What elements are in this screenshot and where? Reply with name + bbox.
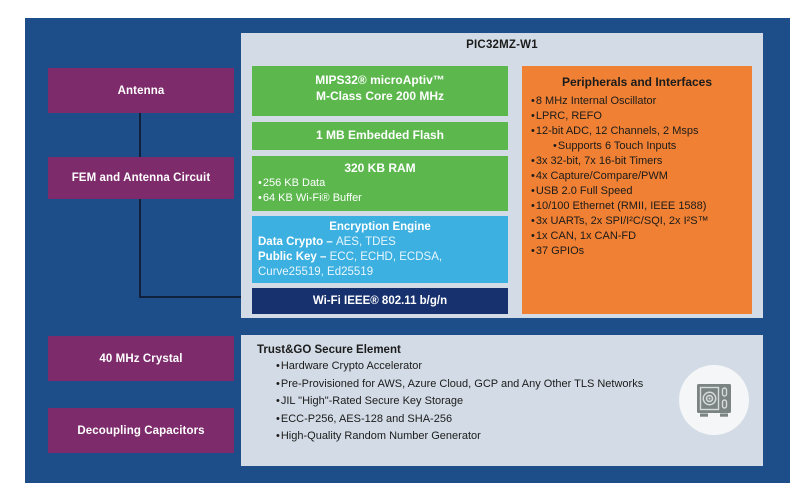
connector-antenna-to-fem [139,113,141,158]
block-antenna[interactable]: Antenna [48,68,234,113]
chip-title: PIC32MZ-W1 [466,39,538,51]
peripheral-bullet: 10/100 Ethernet (RMII, IEEE 1588) [531,199,752,214]
trustgo-bullet: ECC-P256, AES-128 and SHA-256 [276,411,763,429]
block-40mhz-crystal[interactable]: 40 MHz Crystal [48,336,234,381]
trustgo-bullet: Pre-Provisioned for AWS, Azure Cloud, GC… [276,376,763,394]
data-crypto-line: Data Crypto – AES, TDES [258,235,502,250]
public-key-line: Public Key – ECC, ECHD, ECDSA, Curve2551… [258,250,502,280]
trustgo-title: Trust&GO Secure Element [257,344,401,356]
trustgo-bullet: JIL "High"-Rated Secure Key Storage [276,393,763,411]
block-crystal-label: 40 MHz Crystal [99,352,183,365]
ram-bullet-list: 256 KB Data 64 KB Wi-Fi® Buffer [252,176,508,206]
block-cpu-core[interactable]: MIPS32® microAptiv™ M-Class Core 200 MHz [252,66,508,116]
peripheral-bullet: 8 MHz Internal Oscillator [531,94,752,109]
peripheral-bullet: 3x 32-bit, 7x 16-bit Timers [531,154,752,169]
chip-container: PIC32MZ-W1 MIPS32® microAptiv™ M-Class C… [241,33,763,318]
peripheral-bullet: USB 2.0 Full Speed [531,184,752,199]
safe-icon-circle [679,365,749,435]
block-antenna-label: Antenna [117,84,165,97]
connector-fem-to-wifi-vertical [139,199,141,298]
block-encryption-engine[interactable]: Encryption Engine Data Crypto – AES, TDE… [252,216,508,283]
ram-bullet: 256 KB Data [258,176,508,191]
block-capacitors-label: Decoupling Capacitors [77,424,205,437]
data-crypto-value: AES, TDES [335,236,396,248]
data-crypto-label: Data Crypto – [258,236,336,248]
peripheral-bullet: 37 GPIOs [531,244,752,259]
peripherals-bullet-list: 8 MHz Internal Oscillator LPRC, REFO 12-… [522,94,752,259]
trustgo-panel: Trust&GO Secure Element Hardware Crypto … [241,335,763,466]
wifi-title: Wi-Fi IEEE® 802.11 b/g/n [312,295,448,307]
connector-fem-to-wifi-horizontal [139,296,261,298]
embedded-flash-title: 1 MB Embedded Flash [315,128,445,142]
block-ram[interactable]: 320 KB RAM 256 KB Data 64 KB Wi-Fi® Buff… [252,156,508,211]
block-peripherals[interactable]: Peripherals and Interfaces 8 MHz Interna… [522,66,752,314]
safe-vault-icon [697,384,731,417]
peripheral-bullet: 4x Capture/Compare/PWM [531,169,752,184]
cpu-core-line2: M-Class Core 200 MHz [315,89,445,103]
trustgo-bullet: Hardware Crypto Accelerator [276,358,763,376]
peripheral-bullet: LPRC, REFO [531,109,752,124]
public-key-label: Public Key – [258,251,330,263]
peripheral-bullet: 3x UARTs, 2x SPI/I²C/SQI, 2x I²S™ [531,214,752,229]
peripheral-bullet: 1x CAN, 1x CAN-FD [531,229,752,244]
peripheral-bullet: Supports 6 Touch Inputs [531,139,752,154]
trustgo-bullet-list: Hardware Crypto Accelerator Pre-Provisio… [257,358,763,446]
cpu-core-line1: MIPS32® microAptiv™ [315,73,445,87]
encryption-engine-title: Encryption Engine [329,221,431,233]
block-embedded-flash[interactable]: 1 MB Embedded Flash [252,122,508,150]
block-fem-and-antenna-circuit[interactable]: FEM and Antenna Circuit [48,157,234,199]
peripheral-bullet: 12-bit ADC, 12 Channels, 2 Msps [531,124,752,139]
trustgo-bullet: High-Quality Random Number Generator [276,428,763,446]
ram-title: 320 KB RAM [344,161,416,175]
block-wifi[interactable]: Wi-Fi IEEE® 802.11 b/g/n [252,288,508,314]
block-fem-label: FEM and Antenna Circuit [71,172,211,184]
public-key-value: ECC, ECHD, ECDSA, Curve25519, Ed25519 [258,251,443,278]
block-decoupling-capacitors[interactable]: Decoupling Capacitors [48,408,234,453]
ram-bullet: 64 KB Wi-Fi® Buffer [258,191,508,206]
peripherals-title: Peripherals and Interfaces [561,75,713,89]
